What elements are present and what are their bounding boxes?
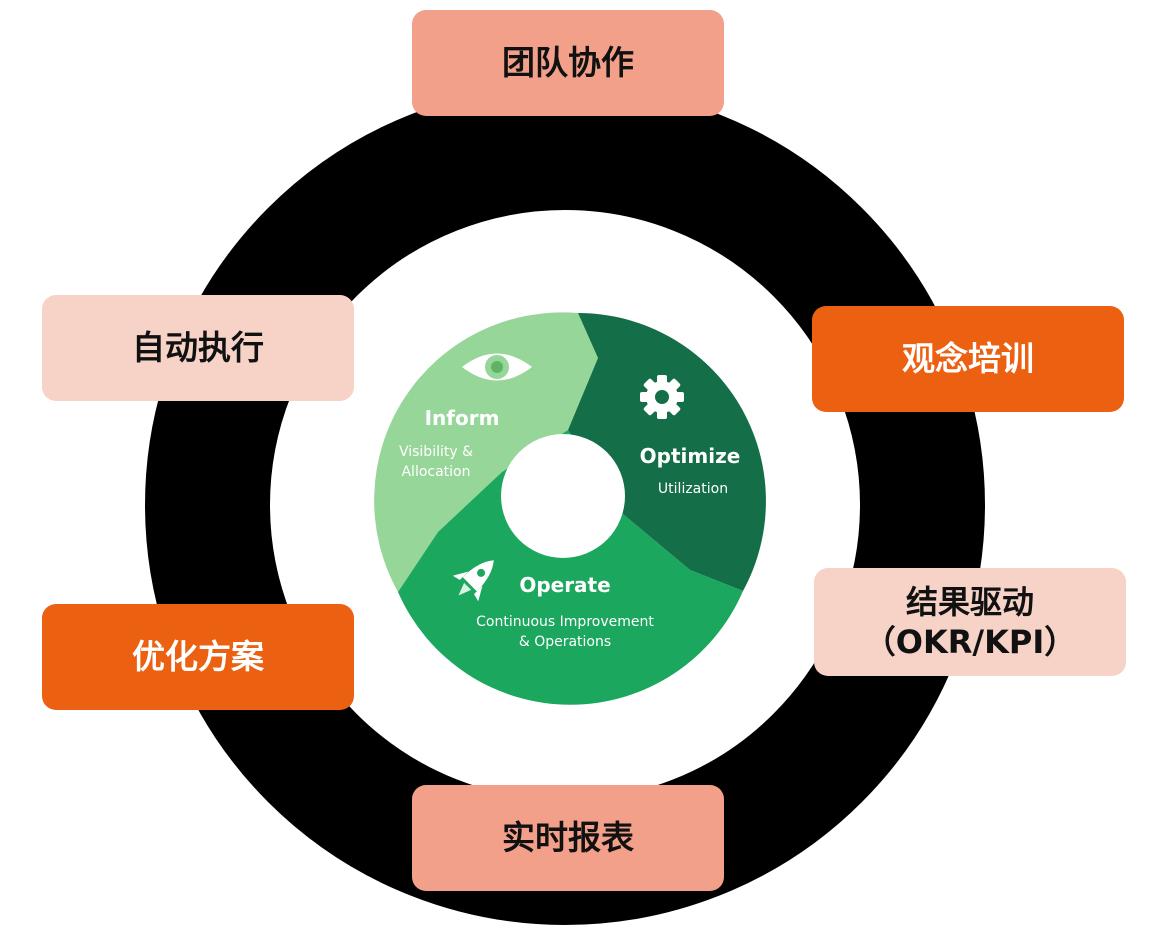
box-optimization-plan: 优化方案 <box>42 604 354 710</box>
center-hole <box>501 434 625 558</box>
operate-title: Operate <box>519 573 610 597</box>
inform-subtitle-line2: Allocation <box>401 464 470 480</box>
gear-icon <box>640 375 684 419</box>
operate-subtitle-line1: Continuous Improvement <box>476 614 654 630</box>
box-realtime-reports: 实时报表 <box>412 785 724 891</box>
inform-segment <box>374 312 598 592</box>
optimize-subtitle-line1: Utilization <box>658 481 728 497</box>
box-concept-training: 观念培训 <box>812 306 1124 412</box>
box-results-driven: 结果驱动 （OKR/KPI） <box>814 568 1126 676</box>
inform-title: Inform <box>425 406 500 430</box>
rocket-icon <box>452 560 494 602</box>
box-automated-execution: 自动执行 <box>42 295 354 401</box>
optimize-title: Optimize <box>640 444 741 468</box>
box-team-collaboration: 团队协作 <box>412 10 724 116</box>
inform-subtitle-line1: Visibility & <box>399 444 473 460</box>
eye-icon <box>462 353 532 381</box>
operate-subtitle-line2: & Operations <box>519 634 611 650</box>
operate-segment <box>398 430 743 705</box>
optimize-segment <box>568 313 766 591</box>
